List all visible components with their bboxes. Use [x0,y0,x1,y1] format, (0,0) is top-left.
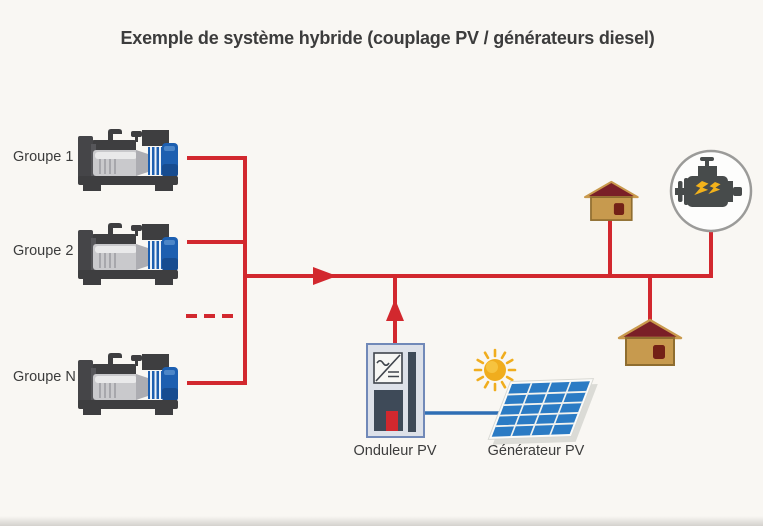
engine-glyph [675,157,742,207]
groupe-2-label: Groupe 2 [13,243,74,259]
ac-dc-converter-symbol [373,352,403,384]
solar-panel-icon [487,378,598,445]
diagram-title: Exemple de système hybride (couplage PV … [120,28,655,48]
lightning-bolt-icons [694,181,721,196]
inverter-module-led [386,411,398,431]
diesel-generator-icon-groupe-2 [77,222,179,286]
house-icon-1 [583,180,639,222]
panel-grid [495,381,587,437]
groupe-n-label: Groupe N [13,369,76,385]
diesel-generator-icon-groupe-n [77,352,179,416]
inverter-heatsink-bar [408,352,416,432]
inverter-label: Onduleur PV [353,443,437,459]
combustion-engine-icon [669,149,753,233]
scan-edge-shadow [0,516,763,526]
power-flow-arrows [313,267,404,321]
main-line-right-arrow [313,267,337,285]
inverter-icon [366,343,425,438]
pv-generator-label: Générateur PV [487,443,585,459]
diesel-generator-icon-groupe-1 [77,128,179,192]
house-icon-2 [617,318,683,367]
sun-icon [473,348,517,392]
inverter-up-arrow [386,299,404,321]
groupe-1-label: Groupe 1 [13,149,74,165]
